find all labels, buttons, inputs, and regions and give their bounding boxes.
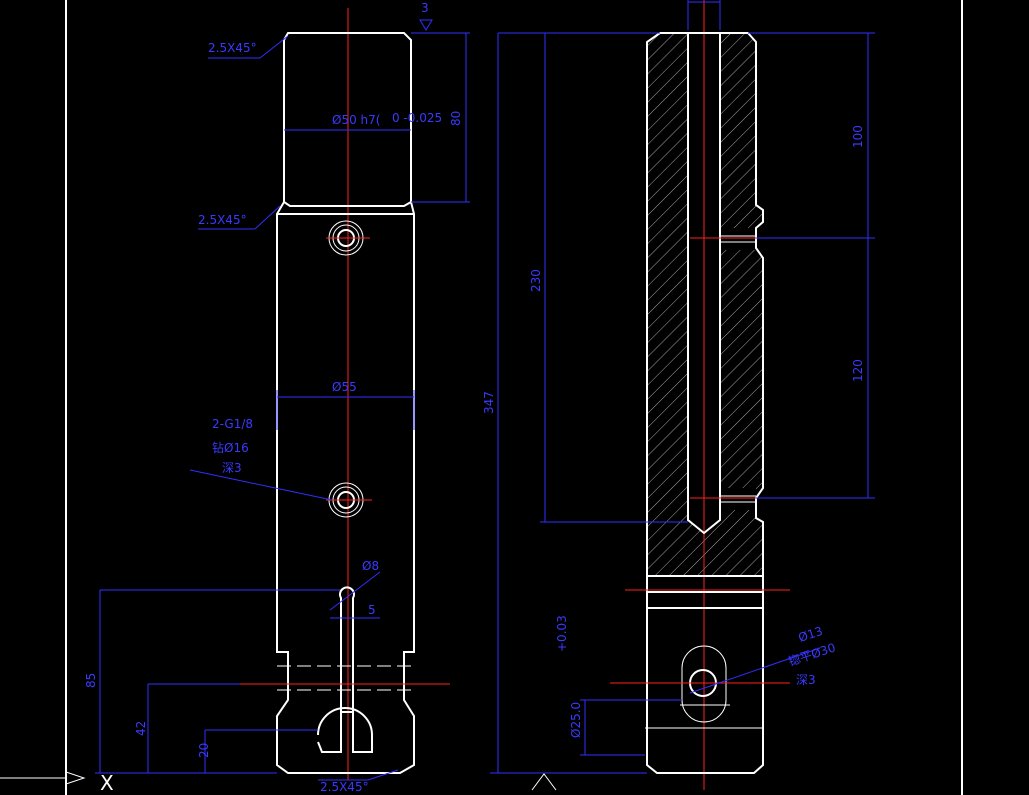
section-dim-100: 100 [851,125,865,148]
front-slot [339,586,355,713]
front-hole-note-2: 钻Ø16 [212,440,249,455]
front-chamfer-mid-label: 2.5X45° [198,213,247,227]
front-hole-note-3: 深3 [222,461,242,475]
border-frame [0,0,963,795]
front-slot-width-label: 5 [368,603,376,617]
front-outline [283,32,412,207]
front-upper-hole [326,220,370,256]
axis-x-marker: X [100,771,114,795]
front-hole-note-1: 2-G1/8 [212,417,253,431]
front-dia-top-label: Ø50 h7( [332,113,380,127]
section-dim-230: 230 [529,269,543,292]
section-hole-note-2: 锪平Ø30 [786,640,837,669]
section-top-mark: 3 [421,1,429,15]
front-view [95,8,470,781]
front-chamfer-top-label: 2.5X45° [208,41,257,55]
front-len-top-label: 80 [449,111,463,126]
section-hole-note-3: 深3 [796,673,816,687]
section-view [419,0,875,791]
section-bore-tol: +0.03 [555,615,569,652]
section-bore-dia: Ø25.0 [569,702,583,738]
section-lower-hole [610,645,790,729]
front-chamfer-bottom-label: 2.5X45° [320,780,369,794]
front-dim-85: 85 [84,673,98,688]
section-outline [646,32,764,577]
front-dim-42: 42 [134,721,148,736]
front-dia-body-label: Ø55 [332,380,357,394]
front-lower-hole [326,482,372,518]
front-slot-dia-label: Ø8 [362,559,379,573]
section-dim-120: 120 [851,359,865,382]
section-hole-dia: Ø13 [797,624,825,645]
section-dim-347: 347 [482,391,496,414]
front-dim-20: 20 [197,743,211,758]
front-dia-top-tolerance: 0 -0.025 [392,111,442,125]
